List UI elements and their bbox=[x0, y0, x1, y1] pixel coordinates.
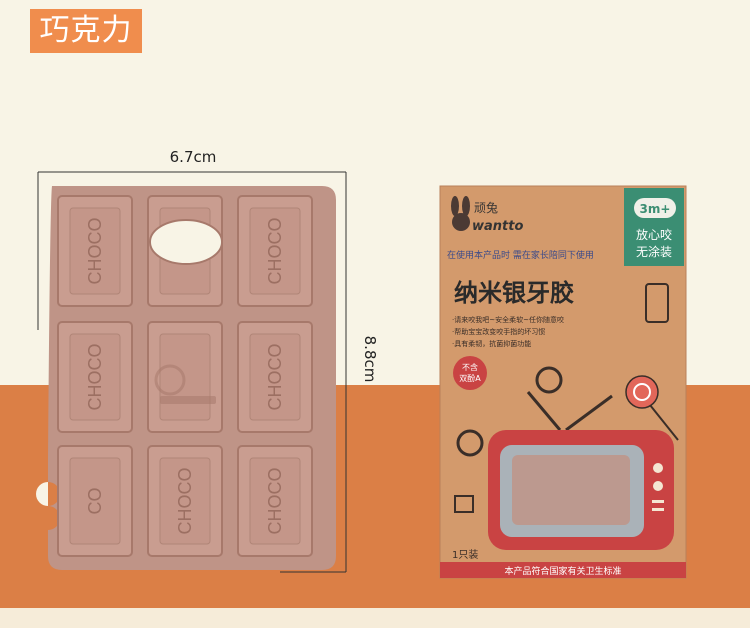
choco-text: CHOCO bbox=[85, 344, 105, 411]
chocolate-tile: CHOCO bbox=[237, 445, 313, 557]
badge-line-2: 无涂装 bbox=[636, 244, 672, 259]
bunny-logo bbox=[451, 196, 470, 231]
lollipop-icon bbox=[625, 375, 679, 441]
width-dimension-label: 6.7cm bbox=[169, 148, 217, 166]
chocolate-tile: CHOCO bbox=[237, 321, 313, 433]
chocolate-tile: CO bbox=[57, 445, 133, 557]
chocolate-teether: CHOCOCHCHOCOCHOCOCHOCOCOCHOCOCHOCO bbox=[36, 186, 336, 570]
chocolate-tile: CHOCO bbox=[57, 195, 133, 307]
badge-line-1: 放心咬 bbox=[636, 227, 672, 242]
choco-text: CHOCO bbox=[175, 468, 195, 535]
instruction-text: 在使用本产品时 需在家长陪同下使用 bbox=[447, 249, 594, 261]
label-tag: 巧克力 bbox=[30, 9, 142, 53]
teether-handle-hole bbox=[149, 219, 223, 265]
age-text: 3m+ bbox=[640, 202, 671, 216]
chocolate-tile: CHOCO bbox=[237, 195, 313, 307]
feature-3: ·具有柔韧，抗菌抑菌功能 bbox=[452, 339, 531, 348]
chocolate-tile: CHOCO bbox=[57, 321, 133, 433]
brand-cn: 顽兔 bbox=[474, 200, 498, 215]
gift-icon bbox=[454, 495, 474, 513]
chocolate-tile: CHOCO bbox=[147, 445, 223, 557]
tv-window bbox=[488, 391, 674, 550]
choco-text: CO bbox=[85, 488, 105, 515]
cookie-icon bbox=[456, 429, 484, 457]
bpa-free-badge bbox=[453, 356, 487, 390]
feature-1: ·请来咬我吧~安全柔软~任你随意咬 bbox=[452, 315, 564, 324]
donut-icon bbox=[535, 366, 563, 394]
dimension-lines bbox=[37, 171, 347, 573]
brand-emboss bbox=[154, 364, 216, 404]
phone-icon bbox=[645, 283, 669, 323]
bpa-line-2: 双酚A bbox=[459, 374, 481, 383]
standard-text: 本产品符合国家有关卫生标准 bbox=[504, 565, 621, 577]
brand-en: wantto bbox=[472, 219, 523, 234]
choco-text: CHOCO bbox=[265, 344, 285, 411]
bpa-line-1: 不含 bbox=[462, 362, 478, 372]
count-text: 1只装 bbox=[452, 548, 478, 561]
choco-text: CHOCO bbox=[85, 218, 105, 285]
choco-text: CHOCO bbox=[265, 218, 285, 285]
background-bottom-strip bbox=[0, 608, 750, 628]
feature-2: ·帮助宝宝改变咬手指的坏习惯 bbox=[452, 327, 545, 336]
product-name: 纳米银牙胶 bbox=[454, 279, 574, 307]
choco-text: CHOCO bbox=[265, 468, 285, 535]
package-box: 顽兔 wantto 3m+ 放心咬 无涂装 在使用本产品时 需在家长陪同下使用 … bbox=[439, 185, 687, 579]
